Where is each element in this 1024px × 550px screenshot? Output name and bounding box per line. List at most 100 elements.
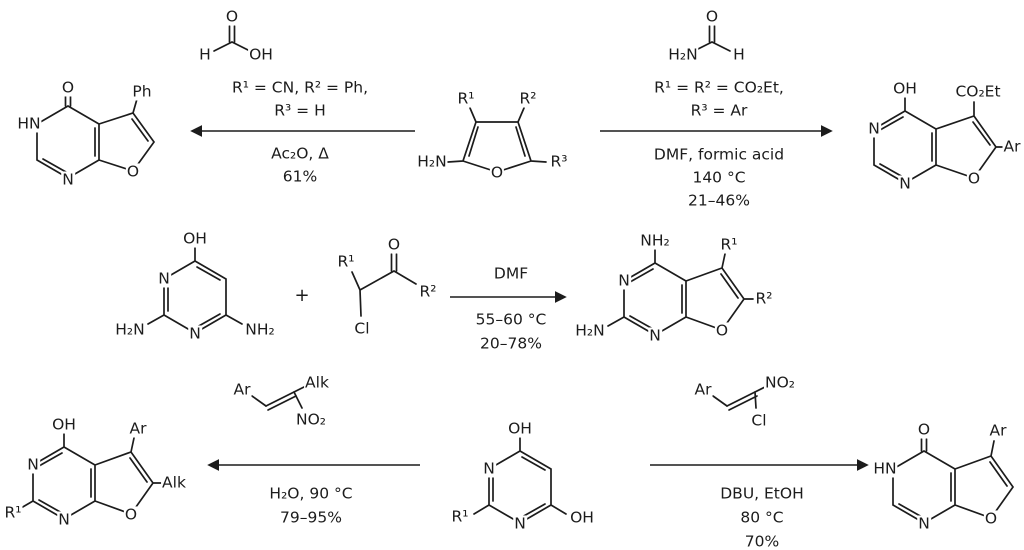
double-bonds: [898, 438, 1008, 518]
atom-label-carbonyl-oxygen: O: [916, 420, 932, 439]
substituent-label-co2et: CO₂Et: [954, 82, 1002, 101]
substituent-label-nh2: NH₂: [639, 231, 671, 250]
double-bonds: [167, 266, 221, 328]
atom-label-furan-oxygen: O: [123, 505, 139, 524]
double-bonds: [38, 452, 148, 514]
temperature-text: 80 °C: [740, 508, 784, 527]
atom-label-furan-oxygen: O: [489, 163, 505, 182]
atom-label-n: N: [617, 271, 631, 290]
double-bonds: [42, 93, 149, 173]
double-bonds: [492, 456, 546, 518]
single-bonds: [213, 41, 251, 52]
r-group-label-r1: R¹: [719, 235, 739, 254]
temperature-text: 55–60 °C: [475, 310, 547, 329]
structure-chloroketone: [351, 253, 417, 317]
solvent-text: DMF: [493, 264, 529, 283]
substituent-label-alk: Alk: [161, 473, 187, 492]
atom-label-furan-oxygen: O: [966, 169, 982, 188]
atom-label-oxygen: O: [704, 7, 720, 26]
atom-label-oh: OH: [248, 45, 274, 64]
plus-sign: +: [294, 285, 310, 307]
single-bonds: [607, 249, 754, 336]
r-group-label-r1: R¹: [450, 507, 470, 526]
yield-text: 70%: [744, 532, 780, 550]
structure-chloronitroalkene: [712, 386, 766, 411]
structure-dihydroxypyrimidine: [473, 437, 567, 524]
r-group-label-r2: R²: [418, 282, 438, 301]
atom-label-cl: Cl: [353, 319, 371, 338]
single-bonds: [351, 270, 417, 317]
atom-label-h: H: [198, 45, 212, 64]
atom-label-furan-oxygen: O: [983, 509, 999, 528]
structure-row3-product-left: [20, 433, 163, 520]
single-bonds: [251, 386, 305, 409]
conditions-text-line1: R¹ = R² = CO₂Et,: [654, 78, 784, 97]
atom-label-n: N: [513, 514, 527, 533]
substituent-label-ar: Ar: [128, 419, 148, 438]
atom-label-h2n: H₂N: [574, 321, 606, 340]
atom-label-n: N: [648, 326, 662, 345]
reagents-text: DBU, EtOH: [720, 484, 804, 503]
double-bonds: [708, 25, 716, 43]
double-bonds: [629, 268, 739, 330]
double-bonds: [265, 391, 297, 411]
structure-formic-acid: [213, 25, 251, 52]
atom-label-hn: HN: [16, 114, 42, 133]
solvent-text: DMF, formic acid: [653, 145, 785, 164]
yield-text: 20–78%: [480, 334, 542, 353]
atom-label-h2n: H₂N: [667, 45, 699, 64]
yield-text: 79–95%: [280, 508, 342, 527]
atom-label-n: N: [26, 455, 40, 474]
atom-label-n: N: [57, 510, 71, 529]
double-bonds: [726, 391, 758, 411]
r-group-label-r2: R²: [754, 289, 774, 308]
atom-label-h: H: [732, 45, 746, 64]
double-bonds: [390, 253, 398, 272]
structure-row1-product-left: [36, 93, 156, 179]
substituent-label-oh: OH: [507, 419, 533, 438]
structure-diaminopyrimidinol: [147, 247, 243, 334]
reagent-text: Ac₂O, Δ: [271, 144, 329, 163]
atom-label-carbonyl-oxygen: O: [60, 78, 76, 97]
substituent-label-ar: Ar: [693, 380, 713, 399]
yield-text: 21–46%: [688, 191, 750, 210]
structure-row1-product-right: [873, 97, 1005, 184]
substituent-label-oh: OH: [569, 508, 595, 527]
r-group-label-r1: R¹: [456, 89, 476, 108]
yield-text: 61%: [282, 167, 318, 186]
r-group-label-r3: R³: [549, 152, 569, 171]
conditions-text-line1: R¹ = CN, R² = Ph,: [231, 78, 369, 97]
atom-label-furan-oxygen: O: [714, 321, 730, 340]
single-bonds: [693, 41, 731, 52]
atom-label-oxygen: O: [386, 235, 402, 254]
structure-row2-product: [607, 249, 754, 336]
atom-label-n: N: [61, 170, 75, 189]
substituent-label-ph: Ph: [131, 82, 153, 101]
double-bonds: [228, 25, 236, 43]
substituent-label-no2: NO₂: [294, 410, 328, 429]
atom-label-n: N: [157, 269, 171, 288]
single-bonds: [873, 97, 1005, 184]
substituent-label-oh: OH: [182, 229, 208, 248]
solvent-text: H₂O, 90 °C: [269, 484, 353, 503]
atom-label-oxygen: O: [224, 7, 240, 26]
atom-label-n: N: [188, 324, 202, 343]
double-bonds: [468, 126, 526, 157]
single-bonds: [147, 247, 243, 334]
atom-label-h2n: H₂N: [114, 320, 146, 339]
single-bonds: [712, 386, 766, 409]
atom-label-nh2: NH₂: [244, 320, 276, 339]
substituent-label-oh: OH: [51, 415, 77, 434]
atom-label-n: N: [898, 174, 912, 193]
substituent-label-alk: Alk: [304, 373, 330, 392]
r-group-label-r1: R¹: [3, 503, 23, 522]
structure-aminofuran: [447, 107, 547, 173]
atom-label-hn: HN: [872, 459, 898, 478]
conditions-text-line2: R³ = H: [274, 101, 326, 120]
atom-label-n: N: [917, 514, 931, 533]
substituent-label-ar: Ar: [232, 380, 252, 399]
substituent-label-ar: Ar: [988, 421, 1008, 440]
structure-formamide: [693, 25, 731, 52]
single-bonds: [473, 437, 567, 524]
